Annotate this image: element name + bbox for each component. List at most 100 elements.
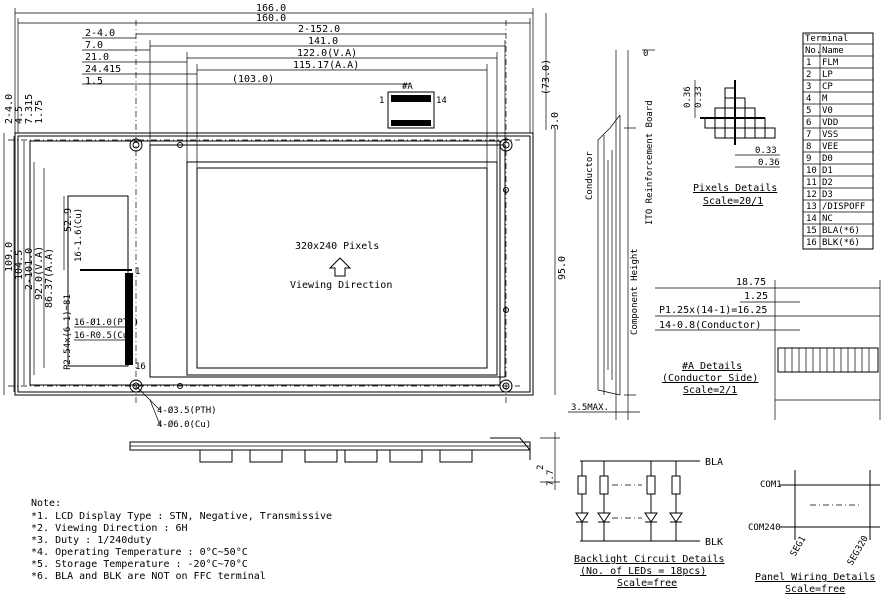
dim-left-2-4: 2-4.0 [4, 94, 15, 124]
pin-last-label: 16 [135, 362, 146, 372]
dim-3: 3.0 [550, 112, 561, 130]
conductor-details: 18.75 1.25 P1.25x(14-1)=16.25 14-0.8(Con… [655, 277, 881, 420]
blk-label: BLK [705, 537, 723, 548]
dim-left-1-75: 1.75 [34, 100, 45, 124]
note-1: *1. LCD Display Type : STN, Negative, Tr… [31, 511, 332, 522]
terminal-row-name: NC [822, 214, 833, 224]
pin-header [125, 273, 133, 365]
terminal-row-no: 5 [806, 106, 811, 116]
terminal-row-name: D3 [822, 190, 833, 200]
bla-label: BLA [705, 457, 723, 468]
dim-141: 141.0 [308, 36, 338, 47]
notes-title: Note: [31, 498, 61, 509]
hole-leader [135, 385, 161, 411]
terminal-row-no: 9 [806, 154, 811, 164]
dim-left-4-5: 4.5 [14, 106, 25, 124]
dim-left-7-315: 7.315 [24, 94, 35, 124]
led-string-3 [644, 461, 658, 541]
seg320-label: SEG320 [846, 534, 871, 567]
conductor-label: Conductor [585, 151, 595, 200]
dim-160: 160.0 [256, 13, 286, 24]
dim-2-152: 2-152.0 [298, 24, 340, 35]
backlight-title: Backlight Circuit Details [574, 554, 725, 565]
backlight-scale: Scale=free [617, 578, 677, 589]
pixel-details: 0.36 0.33 0.33 0.36 Pixels Details Scale… [683, 80, 780, 207]
note-5: *5. Storage Temperature : -20°C~70°C [31, 559, 248, 570]
cond-dim-1-25: 1.25 [744, 291, 768, 302]
terminal-row-no: 14 [806, 214, 817, 224]
terminal-row-name: LP [822, 70, 833, 80]
terminal-row-no: 3 [806, 82, 811, 92]
pixel-dim-033: 0.33 [694, 86, 704, 108]
terminal-row-name: BLA(*6) [822, 226, 860, 236]
front-view: 1 16 #A 1 14 320x240 Pixels Viewing Dire… [8, 20, 534, 430]
pixel-grid [700, 80, 776, 145]
terminal-row-no: 15 [806, 226, 817, 236]
terminal-row-name: D2 [822, 178, 833, 188]
connector-label: #A [402, 82, 413, 92]
pixel-details-scale: Scale=20/1 [703, 196, 763, 207]
terminal-row-no: 13 [806, 202, 817, 212]
side-view: 0 95.0 Conductor ITO Reinforcement Board… [554, 49, 655, 420]
dim-0: 0 [643, 49, 648, 59]
panel-wiring-scale: Scale=free [785, 584, 845, 595]
backlight-circuit: BLA BLK [574, 457, 725, 589]
terminal-row-no: 4 [806, 94, 811, 104]
terminal-row-name: M [822, 94, 828, 104]
pixels-label: 320x240 Pixels [295, 241, 379, 252]
terminal-row-no: 1 [806, 58, 811, 68]
terminal-row-name: VDD [822, 118, 838, 128]
dim-2-4: 2-4.0 [85, 28, 115, 39]
com240-label: COM240 [748, 523, 781, 533]
dim-16-r: 16-R0.5(Cu) [74, 331, 134, 341]
led-string-1 [575, 461, 589, 541]
terminal-row-no: 7 [806, 130, 811, 140]
terminal-row-no: 16 [806, 238, 817, 248]
dim-103: (103.0) [232, 74, 274, 85]
dim-1-5: 1.5 [85, 76, 103, 87]
dim-7-7: 7.7 [546, 470, 556, 486]
top-dimensions: 166.0 160.0 2-152.0 141.0 122.0(V.A) 115… [14, 3, 561, 168]
terminal-title: Terminal [805, 34, 848, 44]
dim-21: 21.0 [85, 52, 109, 63]
cond-pitch: P1.25x(14-1)=16.25 [659, 305, 767, 316]
hole-pth-label: 4-Ø3.5(PTH) [157, 405, 217, 416]
module-outline [14, 132, 534, 396]
side-pins [607, 150, 613, 380]
terminal-row-no: 2 [806, 70, 811, 80]
note-2: *2. Viewing Direction : 6H [31, 523, 188, 534]
dim-2-101: 2-101.0 [24, 248, 35, 290]
note-3: *3. Duty : 1/240duty [31, 535, 151, 546]
viewing-label: Viewing Direction [290, 280, 392, 291]
panel-wiring-title: Panel Wiring Details [755, 572, 875, 583]
terminal-row-name: VSS [822, 130, 838, 140]
active-area [196, 167, 488, 369]
notes: Note: *1. LCD Display Type : STN, Negati… [31, 498, 332, 582]
dim-109: 109.0 [4, 242, 15, 272]
dim-16-1-6: 16-1.6(Cu) [74, 208, 84, 262]
pcb-outline [17, 135, 531, 393]
terminal-header-name: Name [822, 46, 844, 56]
connector-pin-right: 14 [436, 96, 447, 106]
cond-title: #A Details [682, 361, 742, 372]
connector-pin-left: 1 [379, 96, 384, 106]
dim-104: 104.5 [14, 250, 25, 280]
cond-dim-18-75: 18.75 [736, 277, 766, 288]
cond-width: 14-0.8(Conductor) [659, 320, 761, 331]
terminal-row-name: V0 [822, 106, 833, 116]
seg1-label: SEG1 [789, 535, 809, 559]
backlight-subtitle: (No. of LEDs = 18pcs) [580, 566, 706, 577]
dim-16-loop: 16-Ø1.0(PTH) [74, 317, 139, 328]
terminal-row-no: 12 [806, 190, 817, 200]
terminal-row-name: /DISPOFF [822, 202, 865, 212]
terminal-header-no: No. [805, 46, 821, 56]
viewing-area [186, 161, 498, 376]
ito-label: ITO Reinforcement Board [645, 100, 655, 225]
viewing-arrow-icon [328, 257, 352, 277]
cond-subtitle: (Conductor Side) [662, 373, 758, 384]
terminal-row-no: 11 [806, 178, 817, 188]
ffc-connector [387, 91, 435, 129]
